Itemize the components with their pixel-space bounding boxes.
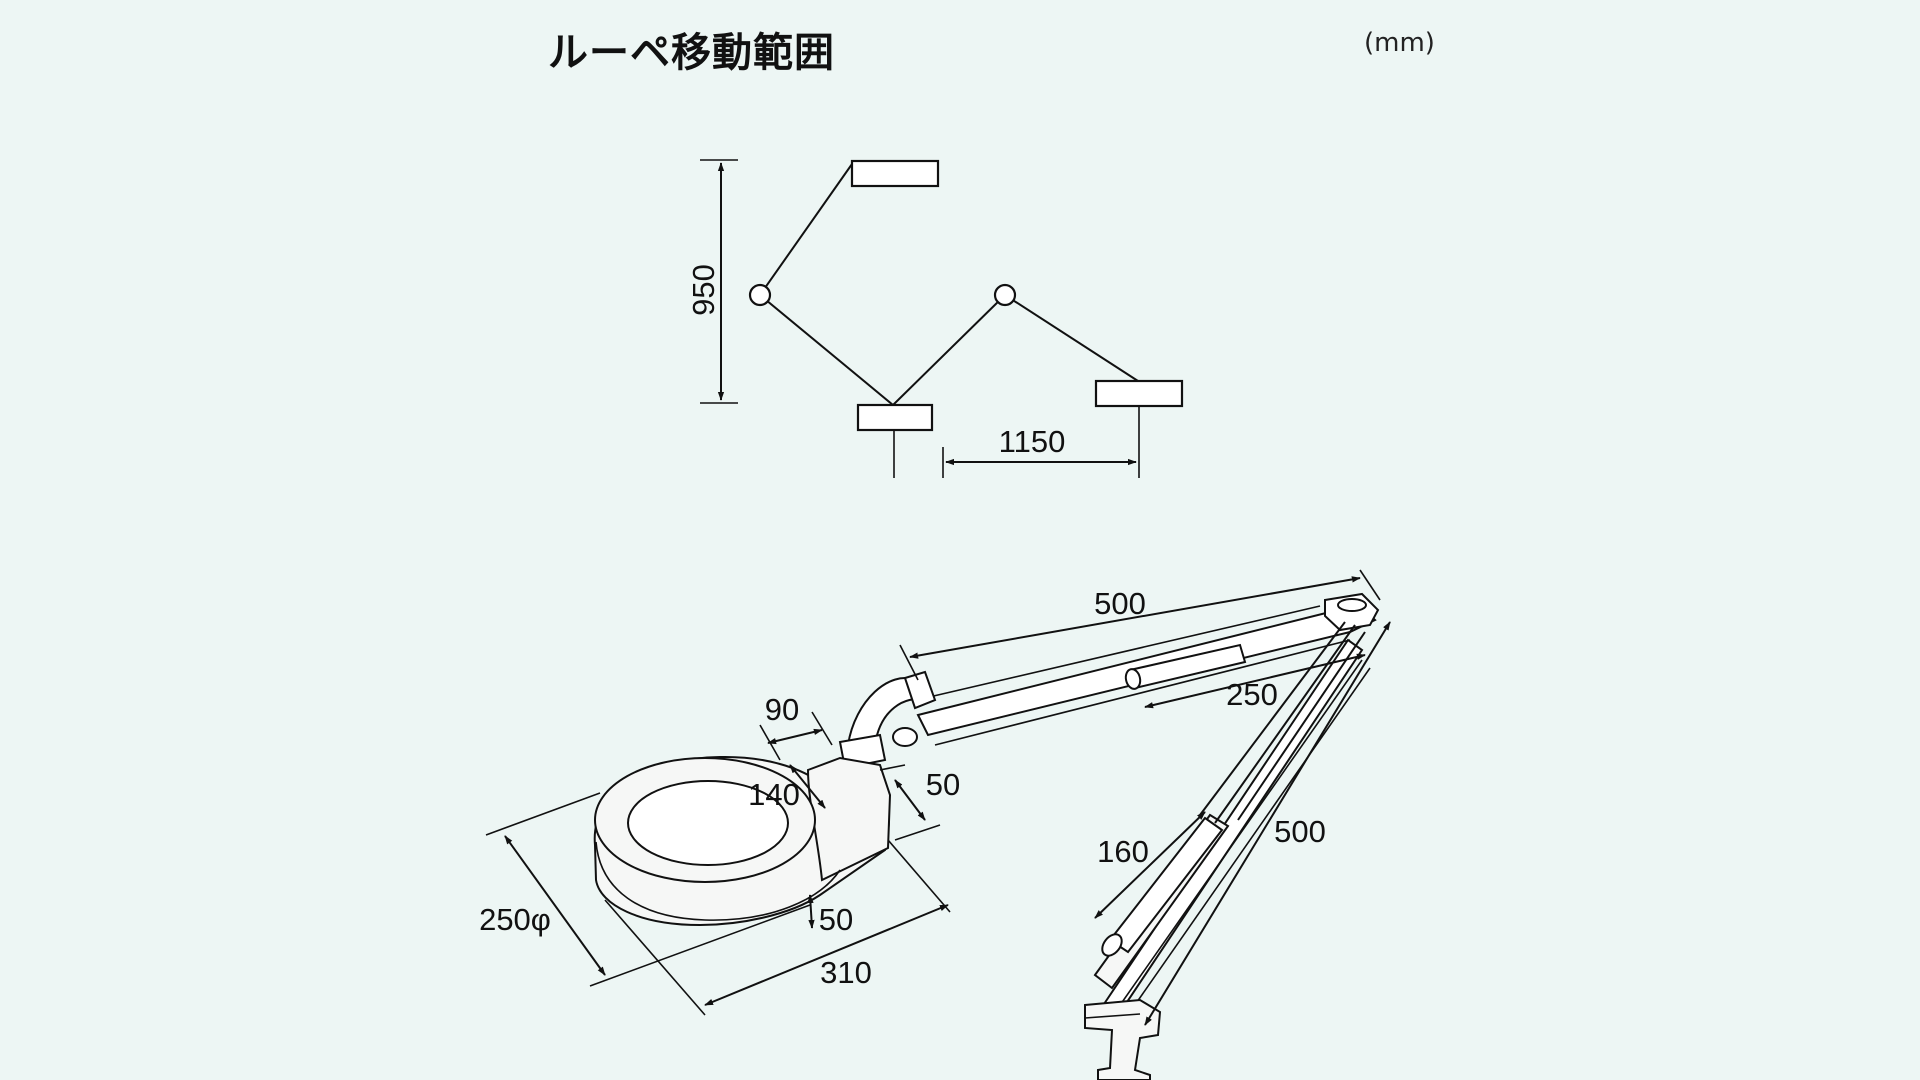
unit-label: (mm): [1364, 28, 1435, 58]
lower-arm-dim-label: 500: [1274, 814, 1326, 849]
head-depth-ext: [879, 764, 906, 771]
head-length-ext-right: [887, 839, 951, 913]
upper-spring-cap: [1124, 668, 1142, 690]
clamp-edge: [1084, 1013, 1141, 1019]
left-upper-arm: [759, 163, 853, 296]
lens-head-top: [850, 159, 940, 188]
spring-dim-label: 250: [1226, 677, 1278, 712]
head-length-dim-line: [704, 904, 949, 1006]
upper-arm-dim-line: [909, 576, 1361, 659]
neck-ext-left: [759, 724, 781, 761]
movement-range-diagram: 950 1150: [686, 159, 1184, 478]
lower-spring-dim-label: 160: [1097, 834, 1149, 869]
lens-diameter-dim-line: [504, 835, 606, 976]
adjust-knob: [892, 727, 918, 747]
inner-dim-label: 140: [748, 777, 800, 812]
lower-spring-cap: [1101, 933, 1123, 957]
inner-dim-line: [789, 764, 826, 809]
height-dimension-label: 950: [686, 264, 721, 316]
lens-head-right: [1094, 379, 1184, 408]
magnifier-lamp-drawing: 500 250 90 140 50 50 250φ 310 160: [479, 569, 1391, 1080]
neck-dim-label: 90: [765, 692, 799, 727]
left-lower-arm: [759, 294, 894, 406]
head-depth-dim-label: 50: [926, 767, 960, 802]
lens-diameter-dim-label: 250φ: [479, 902, 551, 937]
lens-head-bottom: [856, 403, 934, 432]
top-joint-pivot: [1337, 598, 1367, 612]
neck-ext-right: [811, 711, 833, 746]
lens-opening: [627, 780, 789, 866]
right-joint: [993, 283, 1017, 307]
lens-diameter-ext-top: [485, 792, 601, 836]
right-arm: [1004, 294, 1139, 382]
lower-arm-rod-2: [1129, 667, 1371, 1013]
clamp: [1084, 998, 1162, 1080]
width-dimension-label: 1150: [999, 424, 1066, 459]
left-joint: [748, 283, 772, 307]
upper-arm-dim-label: 500: [1094, 586, 1146, 621]
center-arm: [892, 294, 1006, 406]
upper-arm-ext-left: [899, 644, 919, 681]
head-depth-dim-line: [894, 779, 926, 821]
head-housing: [806, 756, 892, 882]
page-title: ルーペ移動範囲: [548, 30, 835, 76]
lens-thickness-dim-label: 50: [819, 902, 853, 937]
lower-arm-dim-line: [1144, 621, 1391, 1026]
head-depth-ext-2: [894, 824, 941, 841]
upper-arm-ext-right: [1359, 569, 1381, 601]
head-length-ext-left: [604, 899, 706, 1016]
neck-bracket: [903, 670, 937, 710]
head-length-dim-label: 310: [820, 955, 872, 990]
neck-dim-line: [767, 728, 823, 745]
